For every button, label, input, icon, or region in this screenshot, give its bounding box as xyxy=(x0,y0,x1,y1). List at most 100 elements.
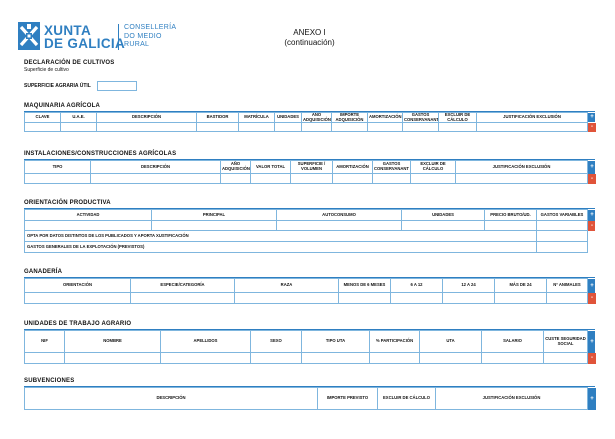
table-cell[interactable] xyxy=(390,292,443,304)
col-header: GASTOS CONSERVANANT xyxy=(402,111,439,124)
table-cell[interactable] xyxy=(476,122,588,133)
table-cell[interactable] xyxy=(301,352,370,364)
table-row: - xyxy=(24,122,596,133)
table-cell[interactable] xyxy=(24,292,131,304)
table-cell[interactable] xyxy=(24,122,61,133)
table-cell[interactable] xyxy=(276,220,402,231)
table-cell[interactable] xyxy=(24,173,91,184)
table-cell[interactable] xyxy=(250,352,302,364)
col-header: DESCRIPCIÓN xyxy=(90,160,221,174)
col-header: UNIDADES xyxy=(274,111,302,124)
col-header: IMPORTE PREVISTO xyxy=(317,387,378,410)
table-cell[interactable] xyxy=(60,122,97,133)
table-cell[interactable] xyxy=(96,122,197,133)
section-divider xyxy=(24,386,595,387)
col-header: APELLIDOS xyxy=(160,330,251,353)
table-cell[interactable] xyxy=(402,122,439,133)
table-cell[interactable] xyxy=(250,173,291,184)
table-cell[interactable] xyxy=(442,292,495,304)
table-row: - xyxy=(24,292,596,304)
col-header: TIPO xyxy=(24,160,91,174)
table-cell[interactable] xyxy=(543,352,588,364)
table-cell[interactable] xyxy=(338,292,391,304)
table-cell[interactable] xyxy=(372,173,411,184)
remove-row-button[interactable]: - xyxy=(588,292,596,304)
table-cell[interactable] xyxy=(130,292,235,304)
sau-input[interactable] xyxy=(96,81,137,91)
table-cell[interactable] xyxy=(151,220,277,231)
table-cell[interactable] xyxy=(481,352,544,364)
col-header: % PARTICIPACIÓN xyxy=(369,330,420,353)
table-cell[interactable] xyxy=(369,352,420,364)
remove-row-button[interactable]: - xyxy=(588,352,596,364)
brand-divider xyxy=(118,24,119,50)
section-title: ORIENTACIÓN PRODUCTIVA xyxy=(24,200,111,206)
add-row-button[interactable]: + xyxy=(588,330,596,353)
table-cell[interactable] xyxy=(331,122,368,133)
col-header: NOMBRE xyxy=(64,330,161,353)
add-row-button[interactable]: + xyxy=(588,113,596,123)
remove-row-button[interactable]: - xyxy=(588,173,596,184)
dept-line-3: RURAL xyxy=(124,41,150,48)
col-header: UNIDADES xyxy=(401,209,485,221)
maquinaria-table: CLAVE U.A.E. DESCRIPCIÓN BASTIDOR MATRÍC… xyxy=(24,111,596,133)
table-header-row: ACTIVIDAD PRINCIPAL AUTOCONSUMO UNIDADES… xyxy=(24,209,596,221)
col-header: MENOS DE 6 MESES xyxy=(338,278,391,293)
brand-line-2: DE GALICIA xyxy=(44,36,126,51)
table-cell[interactable] xyxy=(332,173,373,184)
table-cell[interactable] xyxy=(419,352,482,364)
add-row-button[interactable]: + xyxy=(588,278,596,293)
col-header: NIF xyxy=(24,330,65,353)
col-header: EXCLUIR DE CÁLCULO xyxy=(438,111,477,124)
col-header: AMORTIZACIÓN xyxy=(332,160,373,174)
add-row-button[interactable]: + xyxy=(588,387,596,410)
col-header: ORIENTACIÓN xyxy=(24,278,131,293)
table-cell[interactable] xyxy=(90,173,221,184)
section-unidades-trabajo: UNIDADES DE TRABAJO AGRARIO NIF NOMBRE A… xyxy=(24,321,596,364)
remove-row-button[interactable]: - xyxy=(588,220,596,231)
table-cell[interactable] xyxy=(401,220,485,231)
col-header: TIPO UTA xyxy=(301,330,370,353)
table-header-row: TIPO DESCRIPCIÓN AÑO ADQUISICIÓN VALOR T… xyxy=(24,160,596,174)
table-cell[interactable] xyxy=(196,122,239,133)
table-cell[interactable] xyxy=(455,173,588,184)
remove-row-button[interactable]: - xyxy=(588,122,596,132)
table-cell[interactable] xyxy=(301,122,332,133)
table-cell[interactable] xyxy=(410,173,456,184)
gastos-value[interactable] xyxy=(536,241,588,253)
annex-heading: ANEXO I (continuación) xyxy=(262,28,357,48)
remove-row-cell: - xyxy=(588,220,596,231)
annex-title: ANEXO I xyxy=(293,28,326,37)
table-cell[interactable] xyxy=(438,122,477,133)
section-orientacion: ORIENTACIÓN PRODUCTIVA ACTIVIDAD PRINCIP… xyxy=(24,200,596,253)
table-cell[interactable] xyxy=(24,352,65,364)
table-header-row: NIF NOMBRE APELLIDOS SEXO TIPO UTA % PAR… xyxy=(24,330,596,353)
sau-row: SUPERFICIE AGRARIA ÚTIL xyxy=(24,81,595,91)
table-cell[interactable] xyxy=(234,292,339,304)
brand-line-1: XUNTA xyxy=(44,23,91,38)
table-header-row: CLAVE U.A.E. DESCRIPCIÓN BASTIDOR MATRÍC… xyxy=(24,111,596,124)
table-cell[interactable] xyxy=(546,292,588,304)
col-header: JUSTIFICACIÓN EXCLUSIÓN xyxy=(435,387,588,410)
section-title: SUBVENCIONES xyxy=(24,378,75,384)
table-cell[interactable] xyxy=(484,220,537,231)
table-cell[interactable] xyxy=(24,220,152,231)
add-row-button[interactable]: + xyxy=(588,209,596,221)
table-cell[interactable] xyxy=(494,292,547,304)
table-cell[interactable] xyxy=(64,352,161,364)
table-cell[interactable] xyxy=(367,122,403,133)
col-header: CLAVE xyxy=(24,111,61,124)
opta-value[interactable] xyxy=(536,230,588,242)
ctl-spacer xyxy=(588,231,596,242)
table-cell[interactable] xyxy=(536,220,588,231)
table-cell[interactable] xyxy=(290,173,333,184)
ganaderia-table: ORIENTACIÓN ESPECIE/CATEGORÍA RAZA MENOS… xyxy=(24,278,596,304)
table-cell[interactable] xyxy=(160,352,251,364)
col-header: AMORTIZACIÓN xyxy=(367,111,403,124)
table-cell[interactable] xyxy=(238,122,275,133)
table-cell[interactable] xyxy=(274,122,302,133)
table-cell[interactable] xyxy=(220,173,251,184)
col-header: SEXO xyxy=(250,330,302,353)
add-row-button[interactable]: + xyxy=(588,160,596,174)
col-header: AÑO ADQUISICIÓN xyxy=(220,160,251,174)
